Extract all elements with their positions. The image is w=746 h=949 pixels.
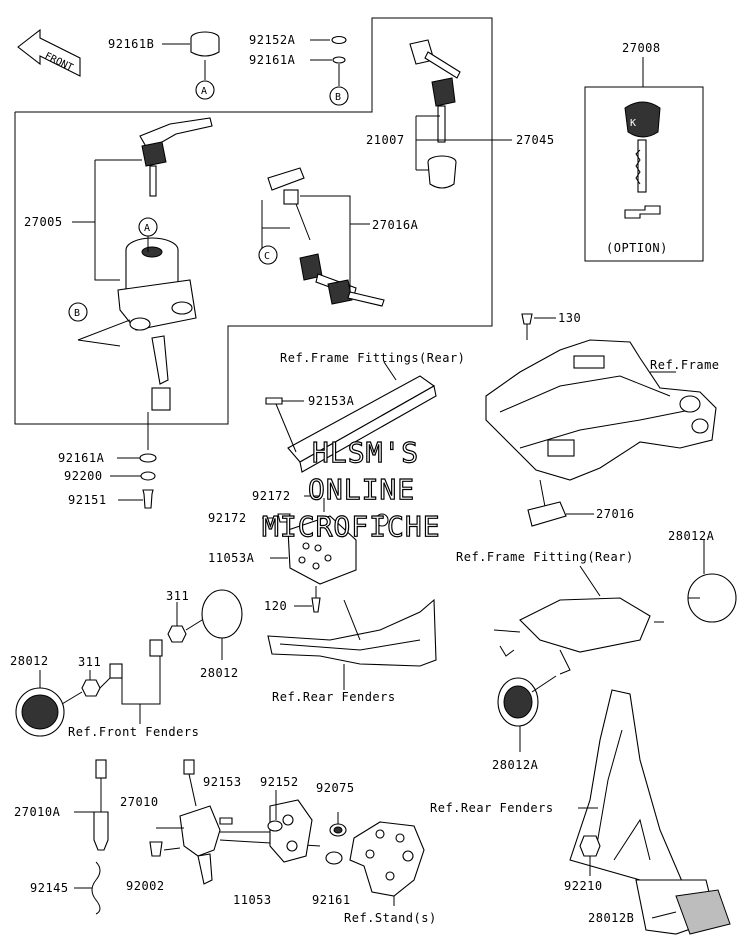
label-92161: 92161 bbox=[312, 893, 351, 907]
label-92161A-bottom: 92161A bbox=[58, 451, 105, 465]
label-27005: 27005 bbox=[24, 215, 63, 229]
svg-text:K: K bbox=[630, 118, 636, 129]
frame-fittings-rear bbox=[265, 361, 437, 473]
license-bracket bbox=[569, 689, 731, 935]
frame-assembly bbox=[485, 313, 717, 527]
watermark-line3: MICROFICHE bbox=[262, 510, 441, 543]
label-311-b: 311 bbox=[78, 655, 101, 669]
kit-outline bbox=[14, 17, 512, 425]
front-arrow-icon: FRONT bbox=[17, 28, 81, 77]
svg-text:C: C bbox=[264, 251, 270, 262]
watermark: HLSM'S ONLINE MICROFICHE bbox=[261, 435, 441, 543]
part-labels: 92161B 92152A 92161A 27008 21007 27045 2… bbox=[10, 33, 720, 925]
label-92152A: 92152A bbox=[249, 33, 296, 47]
label-92153: 92153 bbox=[203, 775, 242, 789]
label-27045: 27045 bbox=[516, 133, 555, 147]
label-27016: 27016 bbox=[596, 507, 635, 521]
label-311-a: 311 bbox=[166, 589, 189, 603]
label-11053: 11053 bbox=[233, 893, 272, 907]
option-box: K (OPTION) bbox=[584, 57, 704, 262]
reflector-28012-left bbox=[15, 670, 65, 737]
label-92153A: 92153A bbox=[308, 394, 355, 408]
callout-a-top bbox=[195, 80, 215, 100]
svg-text:B: B bbox=[74, 308, 80, 319]
key-blank-icon bbox=[624, 205, 661, 219]
label-92172-b: 92172 bbox=[208, 511, 247, 525]
reflector-28012A-bottom bbox=[497, 675, 557, 752]
svg-text:B: B bbox=[335, 92, 341, 103]
callout-b-top bbox=[329, 86, 349, 106]
washer-92152A bbox=[331, 35, 347, 86]
cap-92161B bbox=[190, 31, 220, 80]
callout-a-ignition bbox=[138, 217, 158, 237]
label-11053A: 11053A bbox=[208, 551, 255, 565]
label-92210: 92210 bbox=[564, 879, 603, 893]
svg-text:A: A bbox=[201, 86, 207, 97]
ignition-switch-27005 bbox=[72, 117, 213, 411]
callout-b-ignition bbox=[68, 302, 88, 322]
label-92002: 92002 bbox=[126, 879, 165, 893]
label-92075: 92075 bbox=[316, 781, 355, 795]
seat-lock-27016A bbox=[261, 167, 385, 307]
label-ref-front-fenders: Ref.Front Fenders bbox=[68, 725, 199, 739]
label-92161A-top: 92161A bbox=[249, 53, 296, 67]
label-28012-left: 28012 bbox=[10, 654, 49, 668]
watermark-line1: HLSM'S bbox=[312, 436, 419, 469]
label-92145: 92145 bbox=[30, 881, 69, 895]
label-92200: 92200 bbox=[64, 469, 103, 483]
label-92151: 92151 bbox=[68, 493, 107, 507]
label-27010: 27010 bbox=[120, 795, 159, 809]
watermark-line2: ONLINE bbox=[308, 473, 415, 506]
label-ref-frame-fittings-rear: Ref.Frame Fittings(Rear) bbox=[280, 351, 465, 365]
label-ref-frame: Ref.Frame bbox=[650, 358, 720, 372]
label-120: 120 bbox=[264, 599, 287, 613]
sidestand-switch-27010 bbox=[149, 759, 425, 906]
label-28012-mid: 28012 bbox=[200, 666, 239, 680]
label-27016A: 27016A bbox=[372, 218, 419, 232]
label-92152: 92152 bbox=[260, 775, 299, 789]
front-fender-hardware bbox=[61, 602, 203, 724]
bracket-11053A bbox=[262, 495, 389, 613]
reflector-28012-mid bbox=[201, 589, 243, 660]
svg-text:A: A bbox=[144, 223, 150, 234]
label-28012B: 28012B bbox=[588, 911, 634, 925]
key-set-21007 bbox=[409, 39, 492, 189]
label-28012A-bottom: 28012A bbox=[492, 758, 539, 772]
key-icon: K bbox=[624, 101, 661, 193]
hardware-stack bbox=[110, 412, 157, 509]
label-28012A-top: 28012A bbox=[668, 529, 715, 543]
label-ref-rear-fenders-1: Ref.Rear Fenders bbox=[272, 690, 396, 704]
option-label: (OPTION) bbox=[606, 241, 668, 255]
sidestand-switch-27010A bbox=[74, 759, 109, 915]
label-27010A: 27010A bbox=[14, 805, 61, 819]
label-92172-a: 92172 bbox=[252, 489, 291, 503]
frame-fitting-rear-right bbox=[493, 540, 737, 675]
callouts: A B A B C bbox=[68, 80, 349, 322]
label-ref-stands: Ref.Stand(s) bbox=[344, 911, 437, 925]
label-130: 130 bbox=[558, 311, 581, 325]
label-ref-frame-fitting-rear: Ref.Frame Fitting(Rear) bbox=[456, 550, 634, 564]
label-27008: 27008 bbox=[622, 41, 661, 55]
callout-c-lock bbox=[258, 245, 278, 265]
rear-fender bbox=[267, 598, 437, 690]
label-92161B: 92161B bbox=[108, 37, 154, 51]
label-ref-rear-fenders-2: Ref.Rear Fenders bbox=[430, 801, 554, 815]
label-21007: 21007 bbox=[366, 133, 405, 147]
